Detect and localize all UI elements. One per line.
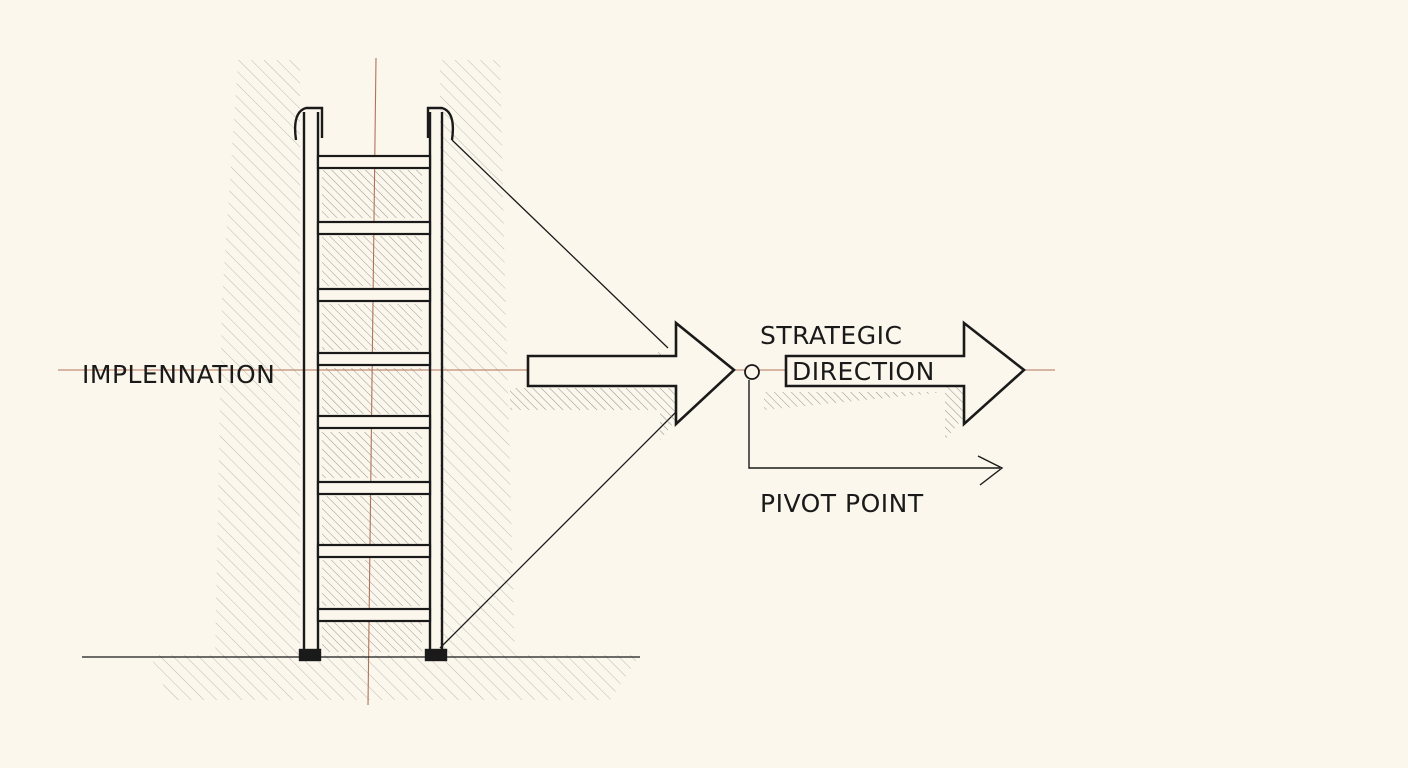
implementation-label: IMPLENNATION	[82, 360, 275, 389]
ladder-rung	[316, 480, 432, 496]
strategic-label-line1: STRATEGIC	[760, 321, 902, 350]
rung-shadows	[322, 170, 422, 652]
ladder-rung	[316, 220, 432, 236]
ladder-rung	[316, 351, 432, 367]
pivot-point-label: PIVOT POINT	[760, 489, 924, 518]
ladder-rungs	[316, 154, 432, 623]
ladder-rung	[316, 543, 432, 559]
ladder-rung	[316, 607, 432, 623]
second-arrow	[764, 320, 1027, 440]
ladder-left-rail	[293, 106, 324, 662]
ladder-rung	[316, 154, 432, 170]
strategic-label-line2: DIRECTION	[792, 357, 935, 386]
projection-lines	[439, 139, 679, 649]
ladder-rung	[316, 287, 432, 303]
ladder-rung	[316, 414, 432, 430]
ladder-right-rail	[424, 106, 455, 662]
ladder-shadow-hatching	[150, 60, 640, 700]
pivot-point-marker	[744, 364, 1004, 486]
first-arrow	[510, 320, 736, 440]
